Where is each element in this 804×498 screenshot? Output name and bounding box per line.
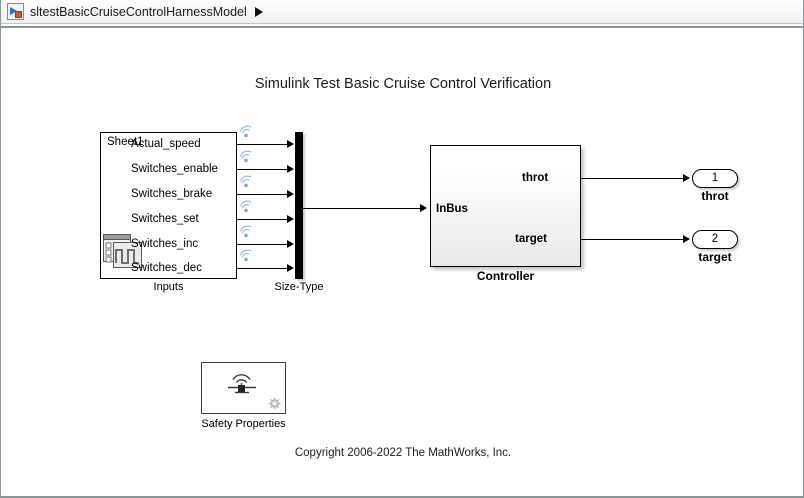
controller-outport-label-target: target [515,233,547,245]
outport-block-target[interactable]: 2 [692,230,738,249]
signal-wire [237,244,289,246]
signal-wire [237,268,289,270]
harness-square-glyph [15,11,22,18]
signal-arrowhead [287,215,294,223]
target-wire [581,239,685,241]
simulink-harness-icon [7,3,24,20]
signal-arrowhead [287,190,294,198]
signal-logging-icon [238,246,254,263]
inputs-port-label-switches-enable: Switches_enable [131,163,218,175]
outport-label-throt: throt [701,189,729,203]
signal-arrowhead [287,264,294,272]
inputs-port-label-switches-set: Switches_set [131,213,199,225]
bus-creator-block[interactable] [295,132,303,279]
throt-wire [581,178,685,180]
diagram-title: Simulink Test Basic Cruise Control Verif… [254,76,552,92]
target-arrowhead [683,235,690,243]
play-triangle-icon[interactable] [254,6,263,17]
inputs-port-label-actual-speed: Actual_speed [131,138,201,150]
harness-arrow-glyph [10,7,17,15]
controller-inport-label-inbus: InBus [436,203,468,215]
signal-logging-icon [238,147,254,164]
model-title: sltestBasicCruiseControlHarnessModel [30,4,247,19]
bus-to-controller-arrowhead [420,204,427,212]
verification-subsystem-icon [226,371,260,399]
signal-wire [237,144,289,146]
signal-arrowhead [287,165,294,173]
signal-arrowhead [287,240,294,248]
inputs-port-label-switches-brake: Switches_brake [131,188,213,200]
signal-logging-icon [238,222,254,239]
controller-outport-label-throt: throt [522,172,549,184]
throt-arrowhead [683,174,690,182]
outport-label-target: target [698,250,732,264]
model-canvas[interactable]: Simulink Test Basic Cruise Control Verif… [1,26,803,496]
inputs-block-label: Inputs [153,281,184,293]
signal-arrowhead [287,140,294,148]
signal-logging-icon [238,172,254,189]
bus-creator-label: Size-Type [274,281,324,293]
signal-wire [237,169,289,171]
inputs-port-label-switches-inc: Switches_inc [131,238,199,250]
gear-icon [266,396,282,412]
controller-block-label: Controller [476,269,535,283]
signal-logging-icon [238,122,254,139]
signal-wire [237,194,289,196]
inputs-port-label-switches-dec: Switches_dec [131,262,202,274]
signal-wire [237,219,289,221]
bus-to-controller-wire [303,208,422,210]
signal-builder-icon [103,234,143,270]
outport-block-throt[interactable]: 1 [692,169,738,188]
titlebar: sltestBasicCruiseControlHarnessModel [1,0,803,24]
signal-logging-icon [238,197,254,214]
controller-block[interactable] [430,145,581,267]
inputs-sheet-label: Sheet1 [107,136,144,148]
safety-properties-label: Safety Properties [201,418,286,430]
copyright-text: Copyright 2006-2022 The MathWorks, Inc. [294,447,512,459]
safety-properties-block[interactable] [201,362,286,414]
